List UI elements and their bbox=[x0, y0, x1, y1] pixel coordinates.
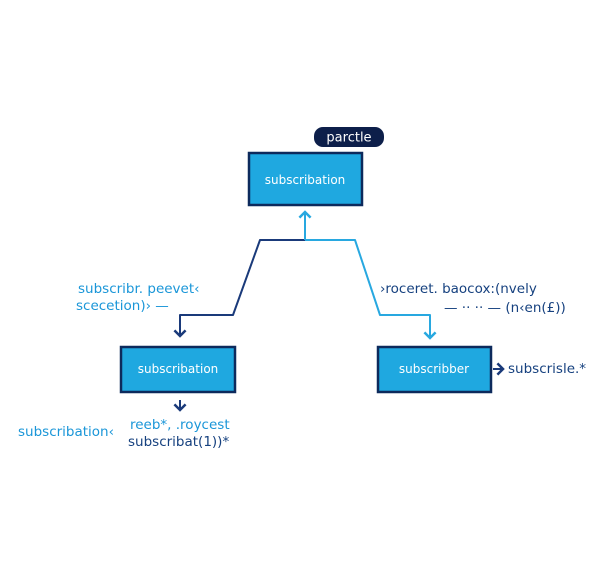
annotation-right-node-side: subscrisle.* bbox=[508, 361, 586, 377]
annotation-left-line1: subscribr. peevet‹ bbox=[78, 281, 200, 297]
tag-badge: parctle bbox=[314, 127, 384, 147]
node-right[interactable]: subscribber bbox=[376, 345, 493, 394]
annotation-bottom-line1: reeb*, .roycest bbox=[130, 417, 230, 433]
annotation-bottom-line2: subscribat(1))* bbox=[128, 434, 229, 450]
edge-top-to-right bbox=[305, 239, 437, 340]
annotation-right-line1: ›roceret. baocox:(nvely bbox=[380, 281, 537, 297]
node-left-label: subscribation bbox=[138, 362, 219, 376]
tag-badge-label: parctle bbox=[326, 131, 371, 146]
edge-top-to-left bbox=[173, 239, 305, 338]
node-top[interactable]: subscribation bbox=[247, 151, 364, 207]
annotation-right-line2: — ·· ·· — (n‹en(£)) bbox=[444, 300, 566, 316]
annotation-bottom-left: subscribation‹ bbox=[18, 424, 114, 440]
annotation-left-line2: scecetion)› — bbox=[76, 298, 169, 314]
node-right-label: subscribber bbox=[399, 362, 469, 376]
node-top-label: subscribation bbox=[265, 173, 346, 187]
node-left[interactable]: subscribation bbox=[119, 345, 237, 394]
